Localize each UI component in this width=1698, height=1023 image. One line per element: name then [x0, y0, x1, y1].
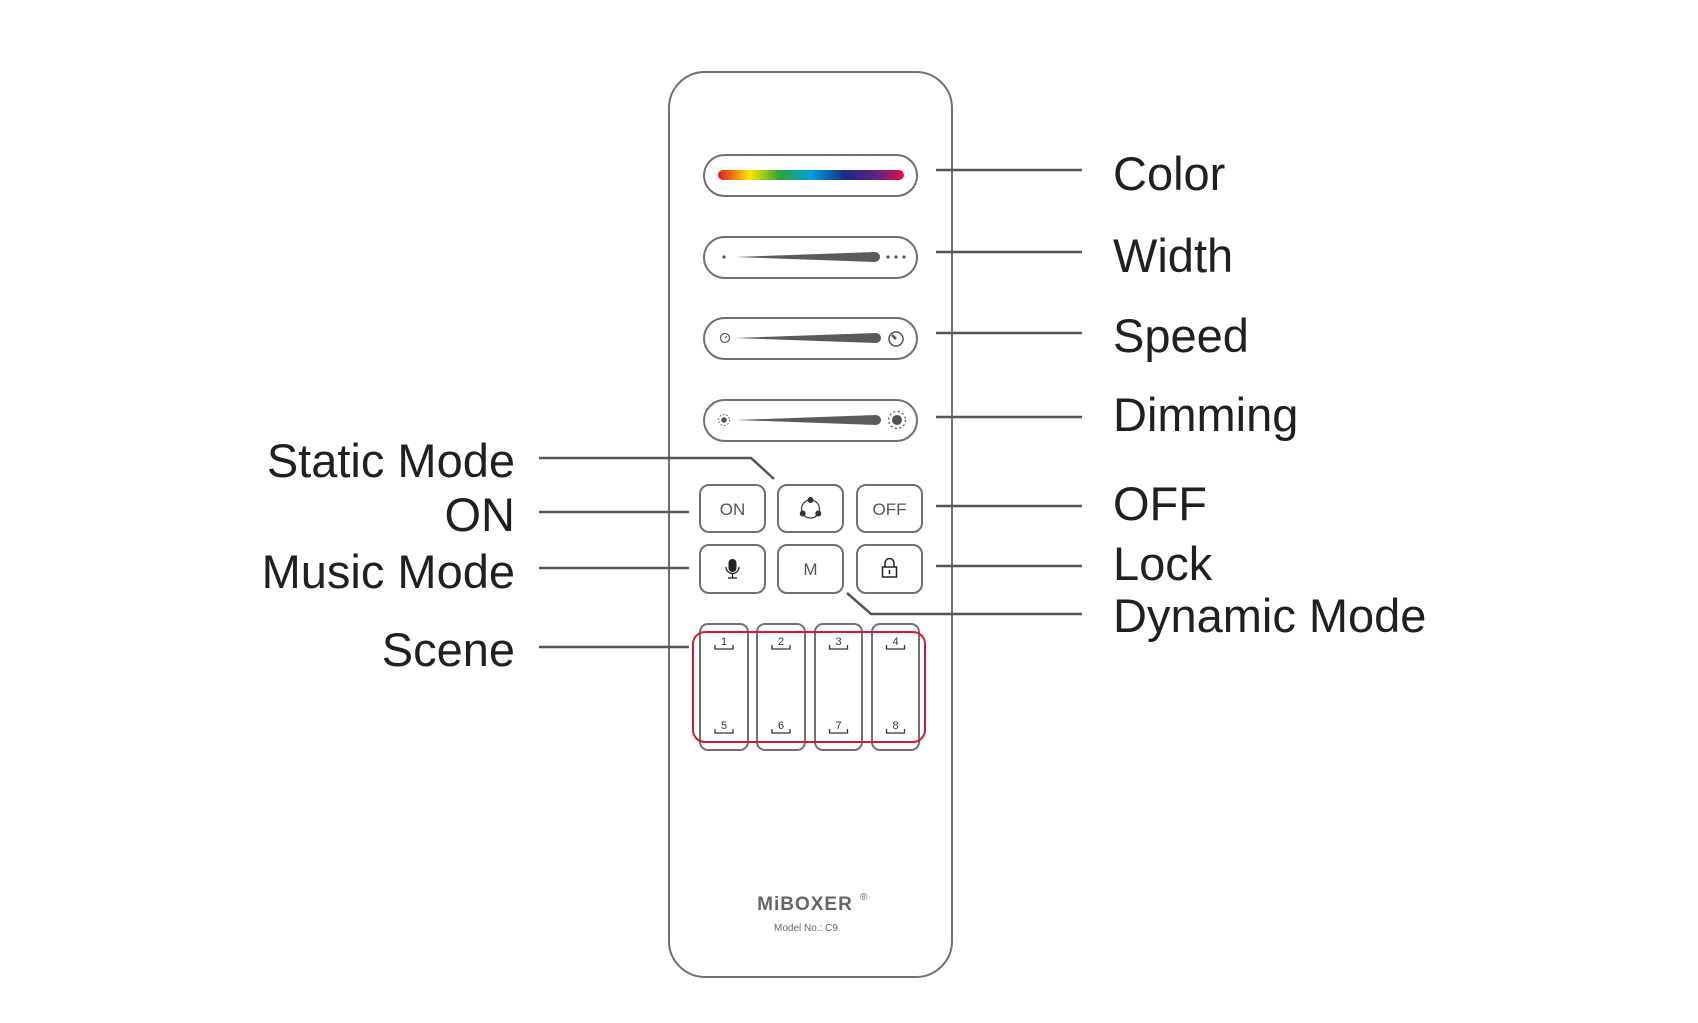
- label-on: ON: [445, 488, 516, 541]
- off-button[interactable]: OFF: [856, 484, 923, 533]
- on-button-label: ON: [720, 500, 746, 519]
- scene-button-2-6[interactable]: 2 6: [756, 623, 806, 751]
- label-dynamic-mode: Dynamic Mode: [1113, 589, 1426, 642]
- scene-number: 4: [892, 636, 898, 648]
- width-slider[interactable]: [703, 236, 918, 279]
- label-scene: Scene: [382, 623, 515, 676]
- scene-number: 1: [721, 636, 727, 648]
- scene-button-3-7[interactable]: 3 7: [814, 623, 863, 751]
- label-speed: Speed: [1113, 309, 1249, 362]
- speed-slider[interactable]: [703, 317, 918, 360]
- lock-button[interactable]: [856, 544, 923, 594]
- label-dimming: Dimming: [1113, 388, 1298, 441]
- on-button[interactable]: ON: [699, 484, 766, 533]
- label-color: Color: [1113, 147, 1225, 200]
- static-mode-button[interactable]: [777, 484, 844, 533]
- music-mode-button[interactable]: [699, 544, 766, 594]
- registered-mark: ®: [860, 892, 868, 903]
- mode-button-label: M: [803, 560, 817, 579]
- color-slider[interactable]: [703, 154, 918, 197]
- microphone-icon: [725, 559, 740, 579]
- scene-button-4-8[interactable]: 4 8: [871, 623, 920, 751]
- label-static-mode: Static Mode: [267, 434, 515, 487]
- wedge-bar: [735, 333, 881, 343]
- label-music-mode: Music Mode: [262, 545, 515, 598]
- wide-dots-icon: [886, 255, 906, 259]
- dimming-slider[interactable]: [703, 399, 918, 442]
- dim-sun-icon: [718, 414, 730, 426]
- narrow-dot-icon: [722, 255, 726, 259]
- model-number: Model No.: C9: [774, 923, 838, 934]
- label-width: Width: [1113, 229, 1233, 282]
- dynamic-mode-button[interactable]: M: [777, 544, 844, 594]
- scene-button-1-5[interactable]: 1 5: [699, 623, 749, 751]
- wedge-bar: [735, 252, 880, 262]
- fast-gauge-icon: [888, 331, 904, 347]
- scene-number: 7: [835, 720, 841, 732]
- label-lock: Lock: [1113, 537, 1213, 590]
- label-off: OFF: [1113, 477, 1207, 530]
- leader-static-mode: [539, 456, 775, 480]
- scene-number: 3: [835, 636, 841, 648]
- static-mode-icon: [799, 497, 822, 519]
- scene-highlight: [692, 631, 926, 743]
- brand-logo: MiBOXER: [757, 894, 853, 915]
- scene-buttons: 1 5 2 6 3 7 4 8: [692, 623, 926, 751]
- scene-number: 2: [778, 636, 784, 648]
- scene-number: 6: [778, 720, 784, 732]
- rainbow-bar: [718, 170, 904, 180]
- leader-dynamic-mode: [846, 592, 1082, 616]
- wedge-bar: [736, 415, 881, 425]
- lock-icon: [881, 557, 898, 578]
- scene-number: 5: [721, 720, 727, 732]
- bright-sun-icon: [887, 410, 907, 430]
- slow-gauge-icon: [719, 332, 731, 344]
- scene-number: 8: [892, 720, 898, 732]
- off-button-label: OFF: [873, 500, 907, 519]
